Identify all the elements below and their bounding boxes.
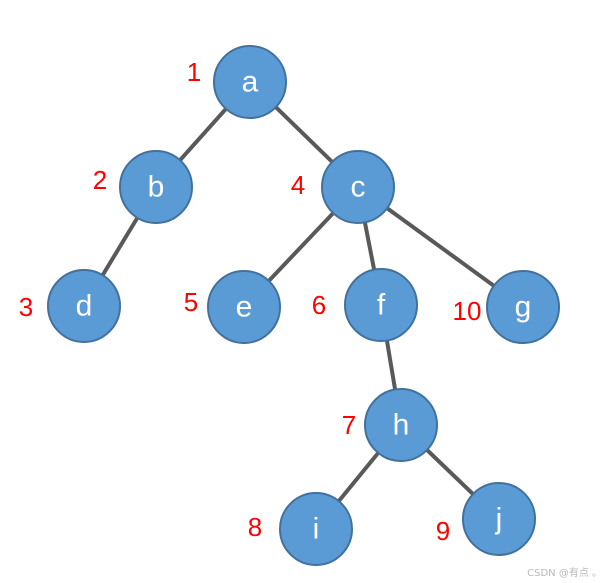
order-label-h: 7 — [342, 410, 356, 440]
node-e: e — [207, 270, 281, 344]
node-f: f — [344, 268, 418, 342]
order-label-d: 3 — [19, 292, 33, 322]
node-j: j — [462, 482, 536, 556]
node-circle-g — [486, 270, 560, 344]
node-b: b — [119, 150, 193, 224]
node-circle-i — [279, 492, 353, 566]
node-label-a: a — [242, 66, 259, 99]
node-a: a — [213, 45, 287, 119]
node-circle-a — [213, 45, 287, 119]
node-circle-e — [207, 270, 281, 344]
order-label-f: 6 — [312, 290, 326, 320]
node-i: i — [279, 492, 353, 566]
node-circle-c — [321, 150, 395, 224]
order-label-j: 9 — [436, 516, 450, 546]
node-h: h — [364, 388, 438, 462]
order-label-a: 1 — [187, 57, 201, 87]
node-c: c — [321, 150, 395, 224]
watermark: CSDN @有点 。 — [527, 568, 602, 579]
node-label-c: c — [351, 171, 366, 204]
node-circle-j — [462, 482, 536, 556]
order-label-e: 5 — [184, 287, 198, 317]
order-label-i: 8 — [248, 512, 262, 542]
node-label-e: e — [236, 291, 253, 324]
order-label-b: 2 — [93, 165, 107, 195]
node-label-i: i — [313, 513, 320, 546]
node-circle-d — [47, 269, 121, 343]
node-label-j: j — [495, 503, 503, 536]
node-label-g: g — [515, 291, 532, 324]
nodes-layer: a b d c e f h i j g — [47, 45, 560, 566]
node-label-b: b — [148, 171, 165, 204]
node-label-h: h — [393, 409, 410, 442]
node-circle-f — [344, 268, 418, 342]
order-label-c: 4 — [291, 170, 305, 200]
node-d: d — [47, 269, 121, 343]
order-labels-layer: 1 2 3 4 5 6 7 8 9 10 — [19, 57, 482, 546]
node-circle-h — [364, 388, 438, 462]
node-circle-b — [119, 150, 193, 224]
order-label-g: 10 — [453, 296, 482, 326]
node-label-d: d — [76, 290, 93, 323]
node-label-f: f — [377, 289, 386, 322]
node-g: g — [486, 270, 560, 344]
